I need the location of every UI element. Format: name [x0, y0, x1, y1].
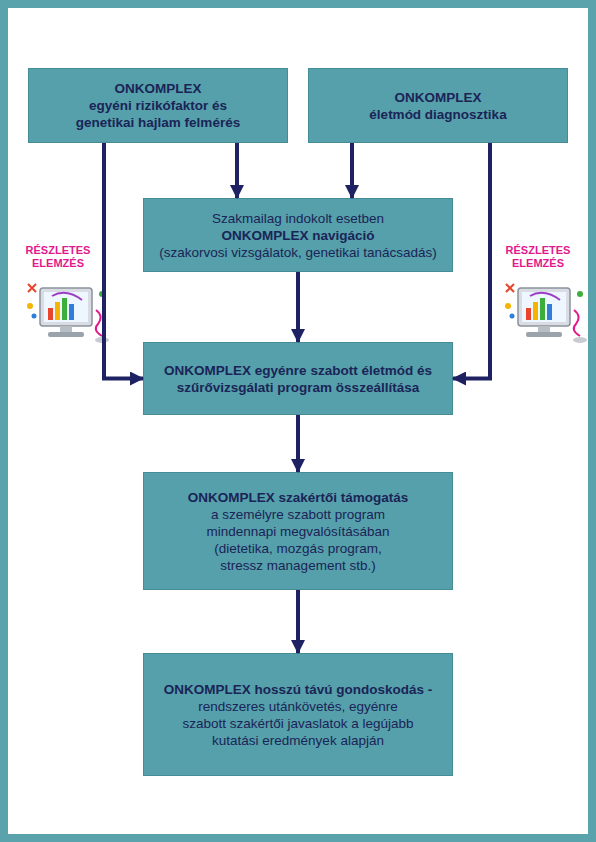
box-text: életmód diagnosztika	[369, 106, 506, 123]
process-box: ONKOMPLEXegyéni rizikófaktor és genetika…	[28, 68, 288, 143]
flow-arrow	[453, 143, 490, 379]
flow-arrow	[104, 143, 143, 379]
box-text: ONKOMPLEX	[114, 80, 201, 97]
flow-arrow	[296, 415, 300, 472]
box-text: (szakorvosi vizsgálatok, genetikai tanác…	[159, 244, 437, 261]
flow-arrow	[350, 143, 354, 198]
box-text: a személyre szabott program mindennapi m…	[203, 506, 393, 574]
box-text: ONKOMPLEX egyénre szabott életmód és szű…	[156, 362, 441, 396]
connector-layer	[8, 8, 588, 834]
box-text: Szakmailag indokolt esetben	[212, 210, 384, 227]
box-text: ONKOMPLEX	[394, 89, 481, 106]
box-text: ONKOMPLEX hosszú távú gondoskodás -	[164, 681, 433, 698]
process-box: Szakmailag indokolt esetbenONKOMPLEX nav…	[143, 198, 453, 272]
flow-arrow	[235, 143, 239, 198]
process-box: ONKOMPLEX hosszú távú gondoskodás -rends…	[143, 653, 453, 776]
section-label: RÉSZLETES ELEMZÉS	[498, 244, 578, 270]
process-box: ONKOMPLEX szakértői támogatása személyre…	[143, 472, 453, 590]
process-box: ONKOMPLEXéletmód diagnosztika	[308, 68, 568, 143]
flow-arrow	[296, 272, 300, 342]
box-text: egyéni rizikófaktor és genetikai hajlam …	[68, 97, 248, 131]
analysis-icon	[22, 280, 112, 346]
process-box: ONKOMPLEX egyénre szabott életmód és szű…	[143, 342, 453, 415]
box-text: rendszeres utánkövetés, egyénre szabott …	[176, 698, 421, 749]
box-text: ONKOMPLEX szakértői támogatás	[188, 489, 409, 506]
box-text: ONKOMPLEX navigáció	[221, 227, 374, 244]
analysis-icon	[500, 280, 590, 346]
section-label: RÉSZLETES ELEMZÉS	[18, 244, 98, 270]
flow-arrow	[296, 590, 300, 653]
